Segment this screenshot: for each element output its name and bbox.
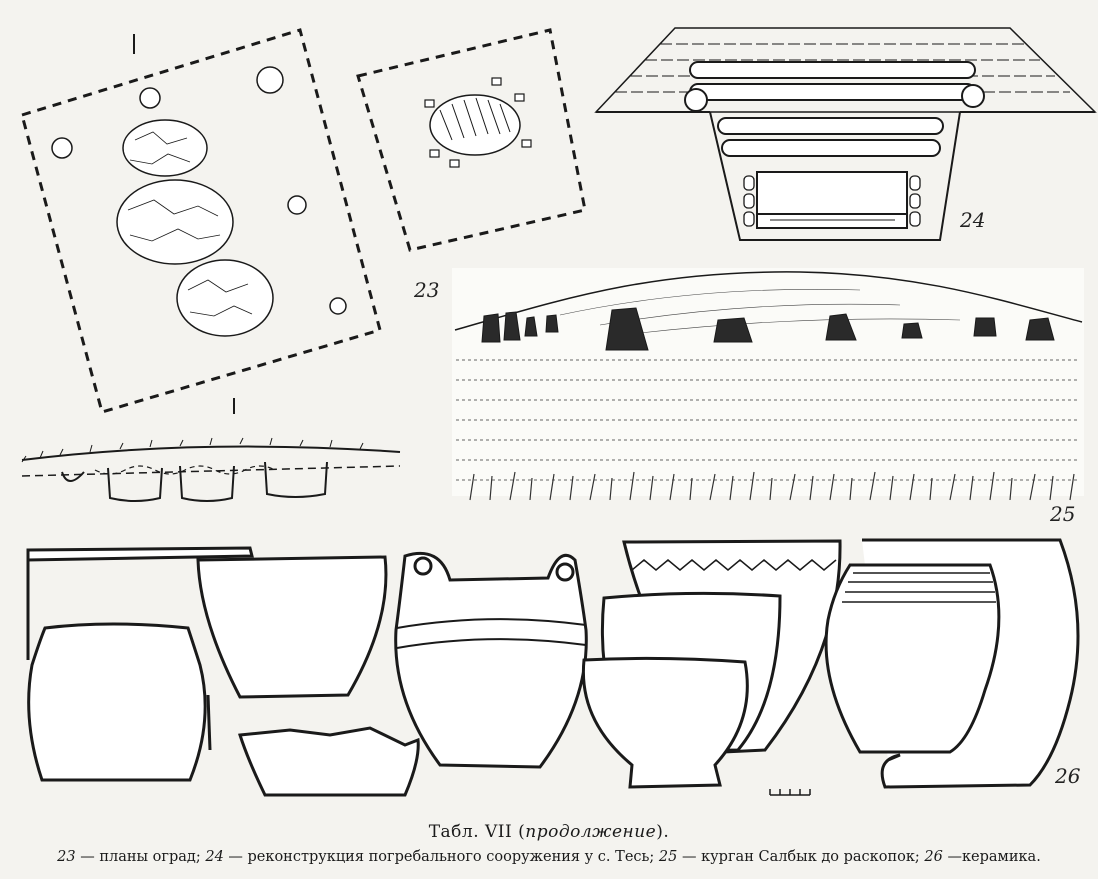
caption-title-prefix: Табл. VII ( (428, 822, 526, 842)
enclosure-plan-large (20, 28, 382, 414)
caption-title-italic: продолжение (525, 822, 657, 842)
enclosure-plan-small (356, 28, 587, 252)
standing-stones (481, 307, 1055, 351)
kurgan-landscape (452, 268, 1084, 501)
caption-item-number: 23 (57, 849, 76, 865)
burial-structure-reconstruction (594, 27, 1097, 241)
stone-cluster (429, 94, 521, 156)
illustration-plate (20, 27, 1097, 797)
figure-number-26: 26 (1055, 764, 1081, 788)
ceramic-vessels (26, 538, 1080, 797)
caption-title-suffix: ). (656, 822, 670, 842)
caption-item-number: 24 (205, 849, 224, 865)
caption-item-text: —керамика. (942, 849, 1041, 865)
figure-number-25: 25 (1050, 502, 1076, 526)
section-profile (21, 437, 401, 502)
figure-number-24: 24 (960, 208, 986, 232)
caption-item-text: — реконструкция погребального сооружения… (223, 849, 659, 865)
caption-item-number: 26 (924, 849, 943, 865)
caption-item-number: 25 (658, 849, 678, 865)
plate-caption-title: Табл. VII (продолжение). (0, 822, 1098, 842)
figure-number-23: 23 (414, 278, 440, 302)
stone-cluster (51, 66, 347, 337)
caption-item-text: — курган Салбык до раскопок; (677, 849, 925, 865)
plate-caption-body: 23 — планы оград; 24 — реконструкция пог… (0, 849, 1098, 865)
caption-item-text: — планы оград; (75, 849, 206, 865)
